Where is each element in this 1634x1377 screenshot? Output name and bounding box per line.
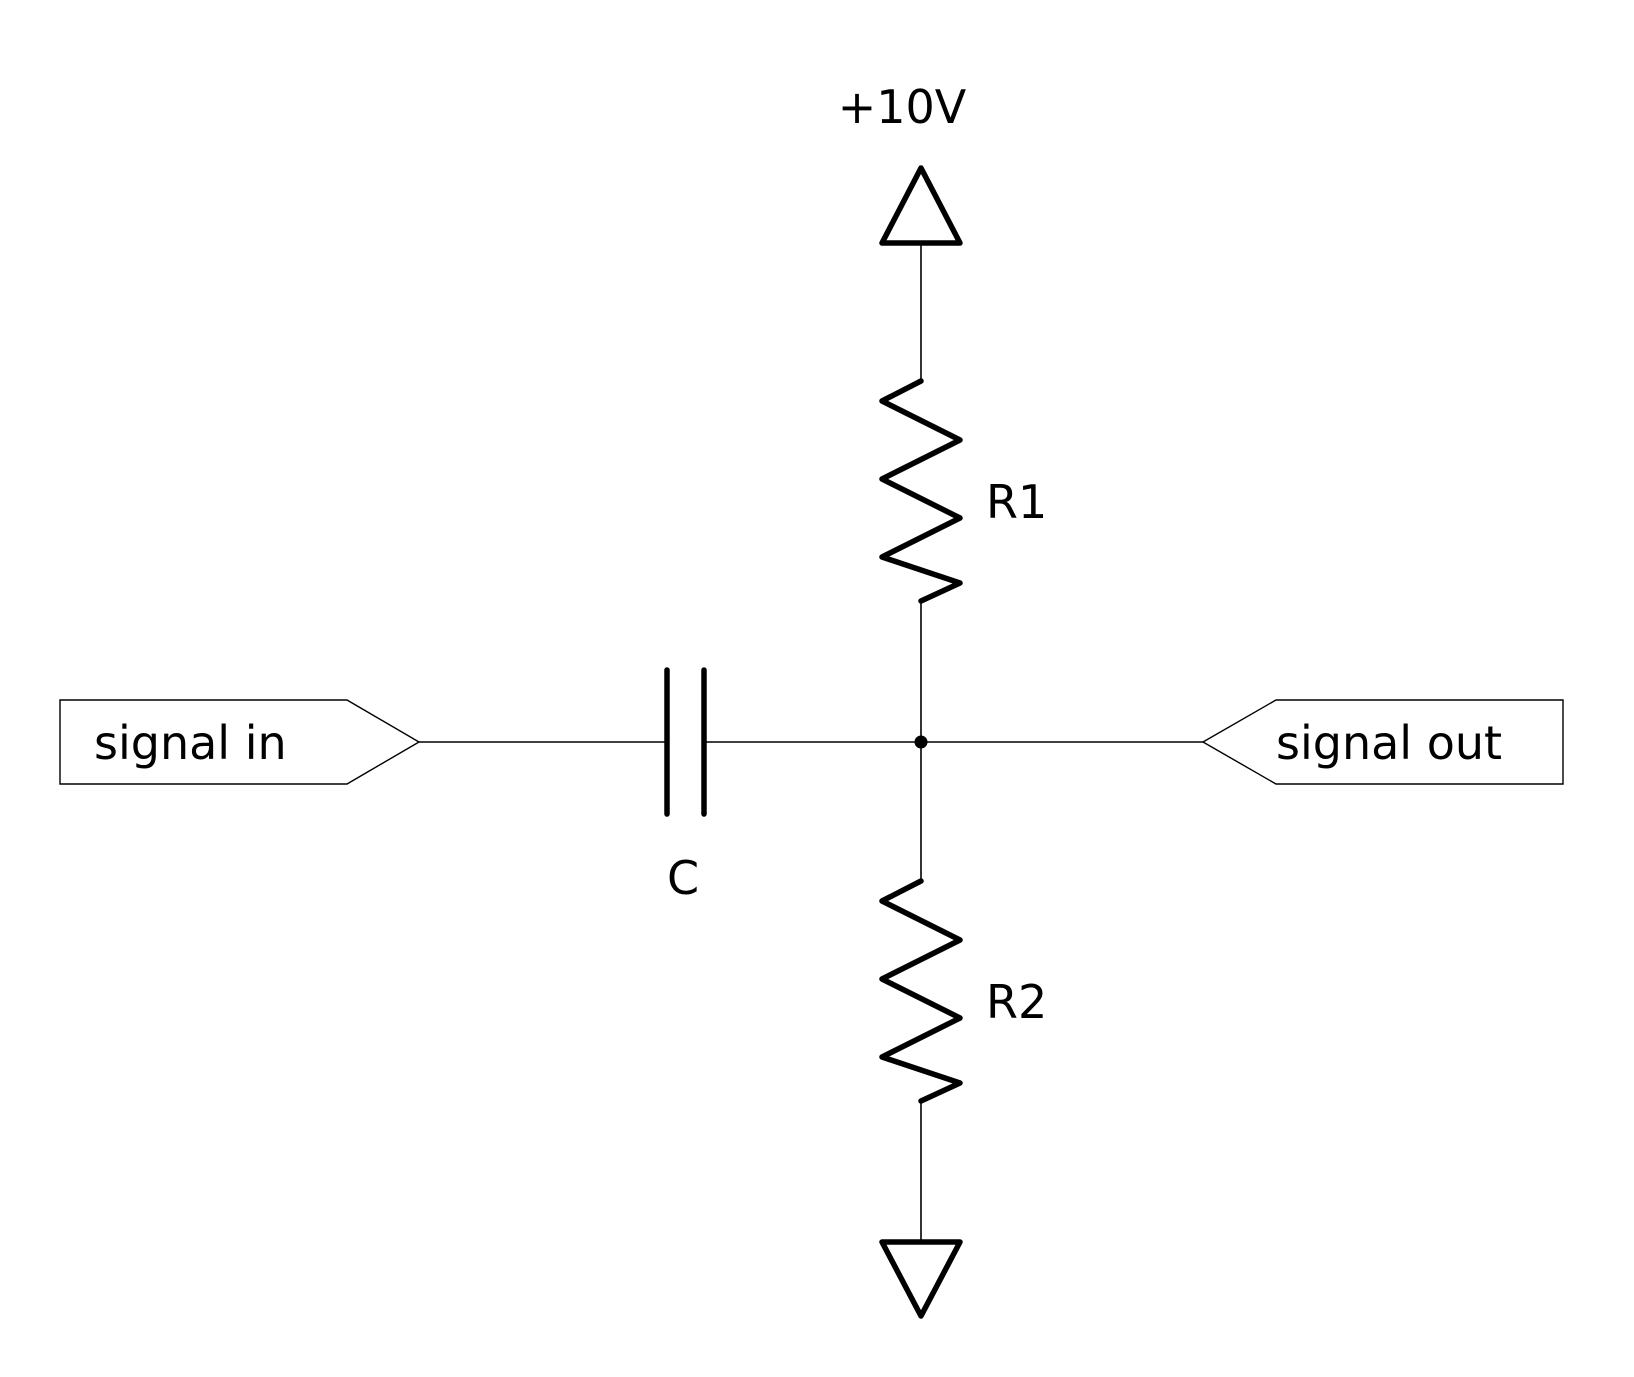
input-port-shape [59,699,421,785]
resistor-r1-zigzag [879,378,963,604]
capacitor-label: C [667,851,699,905]
resistor-r2-zigzag [879,878,963,1104]
resistor-r1-label: R1 [986,475,1047,529]
power-arrow-icon [879,165,963,246]
output-port: signal out [1201,699,1564,785]
output-port-label: signal out [1276,716,1502,770]
resistor-r2: R2 [879,878,1047,1104]
resistor-r1: R1 [879,378,1047,604]
resistor-r2-label: R2 [986,975,1047,1029]
ground-icon [879,1239,963,1319]
input-port: signal in [59,699,421,785]
power-supply-symbol: +10V [838,80,967,246]
power-label: +10V [838,80,967,134]
output-port-shape [1201,699,1564,785]
input-port-label: signal in [94,716,287,770]
capacitor-c: C [664,667,707,905]
